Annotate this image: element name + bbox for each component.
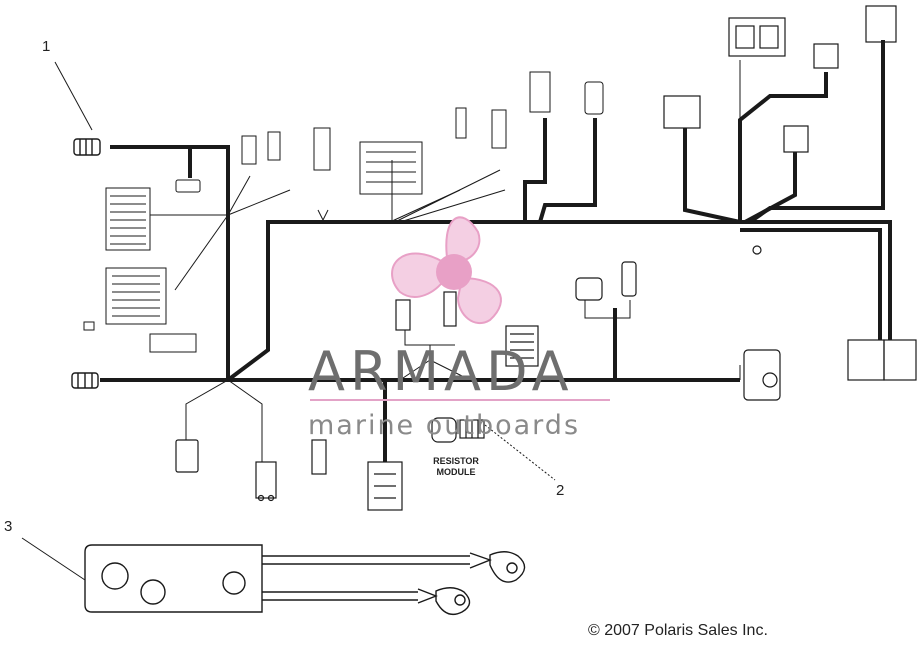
battery-cable-assembly (84, 544, 526, 616)
connector-top-right-group (663, 5, 897, 255)
callout-1: 1 (42, 38, 51, 55)
connector-top-left-group (175, 71, 604, 195)
watermark-subtitle: marine outboards (308, 410, 581, 441)
propeller-logo-icon (391, 216, 502, 325)
callout-3: 3 (4, 518, 13, 535)
copyright-notice: © 2007 Polaris Sales Inc. (588, 622, 768, 639)
connector-1-callout (73, 138, 101, 156)
resistor-module-label-line2: MODULE (436, 467, 476, 477)
watermark-title: ARMADA (308, 340, 574, 403)
connector-left-stack (83, 187, 197, 353)
resistor-module-label: RESISTOR MODULE (424, 456, 488, 478)
connector-left-main (71, 372, 99, 389)
thin-branches (21, 60, 741, 581)
callout-2: 2 (556, 482, 565, 499)
main-harness (100, 40, 892, 462)
connector-bottom-group (175, 417, 485, 511)
resistor-module-label-line1: RESISTOR (433, 456, 479, 466)
connector-right-group (743, 339, 917, 401)
